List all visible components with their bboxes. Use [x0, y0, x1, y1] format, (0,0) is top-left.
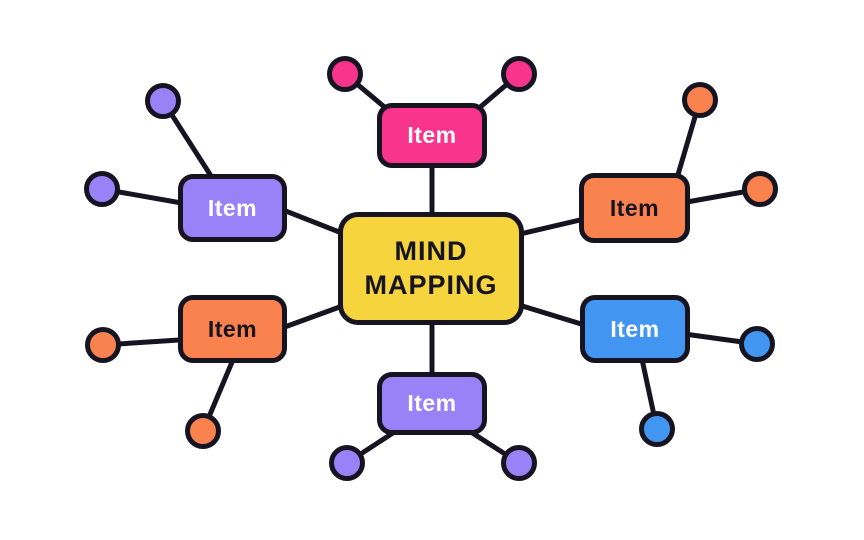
branch-node-left[interactable]: Item: [178, 295, 287, 363]
branch-node-top-right[interactable]: Item: [579, 173, 690, 243]
branch-node-bottom[interactable]: Item: [377, 372, 487, 435]
branch-node-right-label: Item: [610, 315, 660, 342]
satellite-dot-top-2[interactable]: [501, 56, 537, 92]
branch-node-top-left-label: Item: [207, 194, 258, 221]
branch-node-right[interactable]: Item: [580, 295, 690, 363]
branch-node-bottom-label: Item: [407, 390, 457, 416]
satellite-dot-top-right-2[interactable]: [742, 171, 778, 207]
satellite-dot-top-left-1[interactable]: [145, 83, 181, 119]
branch-node-top-right-label: Item: [609, 194, 660, 221]
satellite-dot-top-1[interactable]: [327, 56, 363, 92]
branch-node-top-label: Item: [407, 122, 457, 148]
satellite-dot-top-left-2[interactable]: [84, 171, 120, 207]
branch-node-top-left[interactable]: Item: [178, 174, 287, 242]
branch-node-top[interactable]: Item: [377, 103, 487, 168]
central-node-label: MIND MAPPING: [364, 235, 498, 300]
satellite-dot-right-1[interactable]: [739, 326, 775, 362]
satellite-dot-bottom-2[interactable]: [501, 445, 537, 481]
satellite-dot-bottom-1[interactable]: [329, 445, 365, 481]
central-node[interactable]: MIND MAPPING: [338, 212, 524, 325]
satellite-dot-top-right-1[interactable]: [682, 82, 718, 118]
satellite-dot-right-2[interactable]: [639, 411, 675, 447]
branch-node-left-label: Item: [207, 315, 258, 342]
satellite-dot-left-2[interactable]: [185, 413, 221, 449]
satellite-dot-left-1[interactable]: [85, 327, 121, 363]
